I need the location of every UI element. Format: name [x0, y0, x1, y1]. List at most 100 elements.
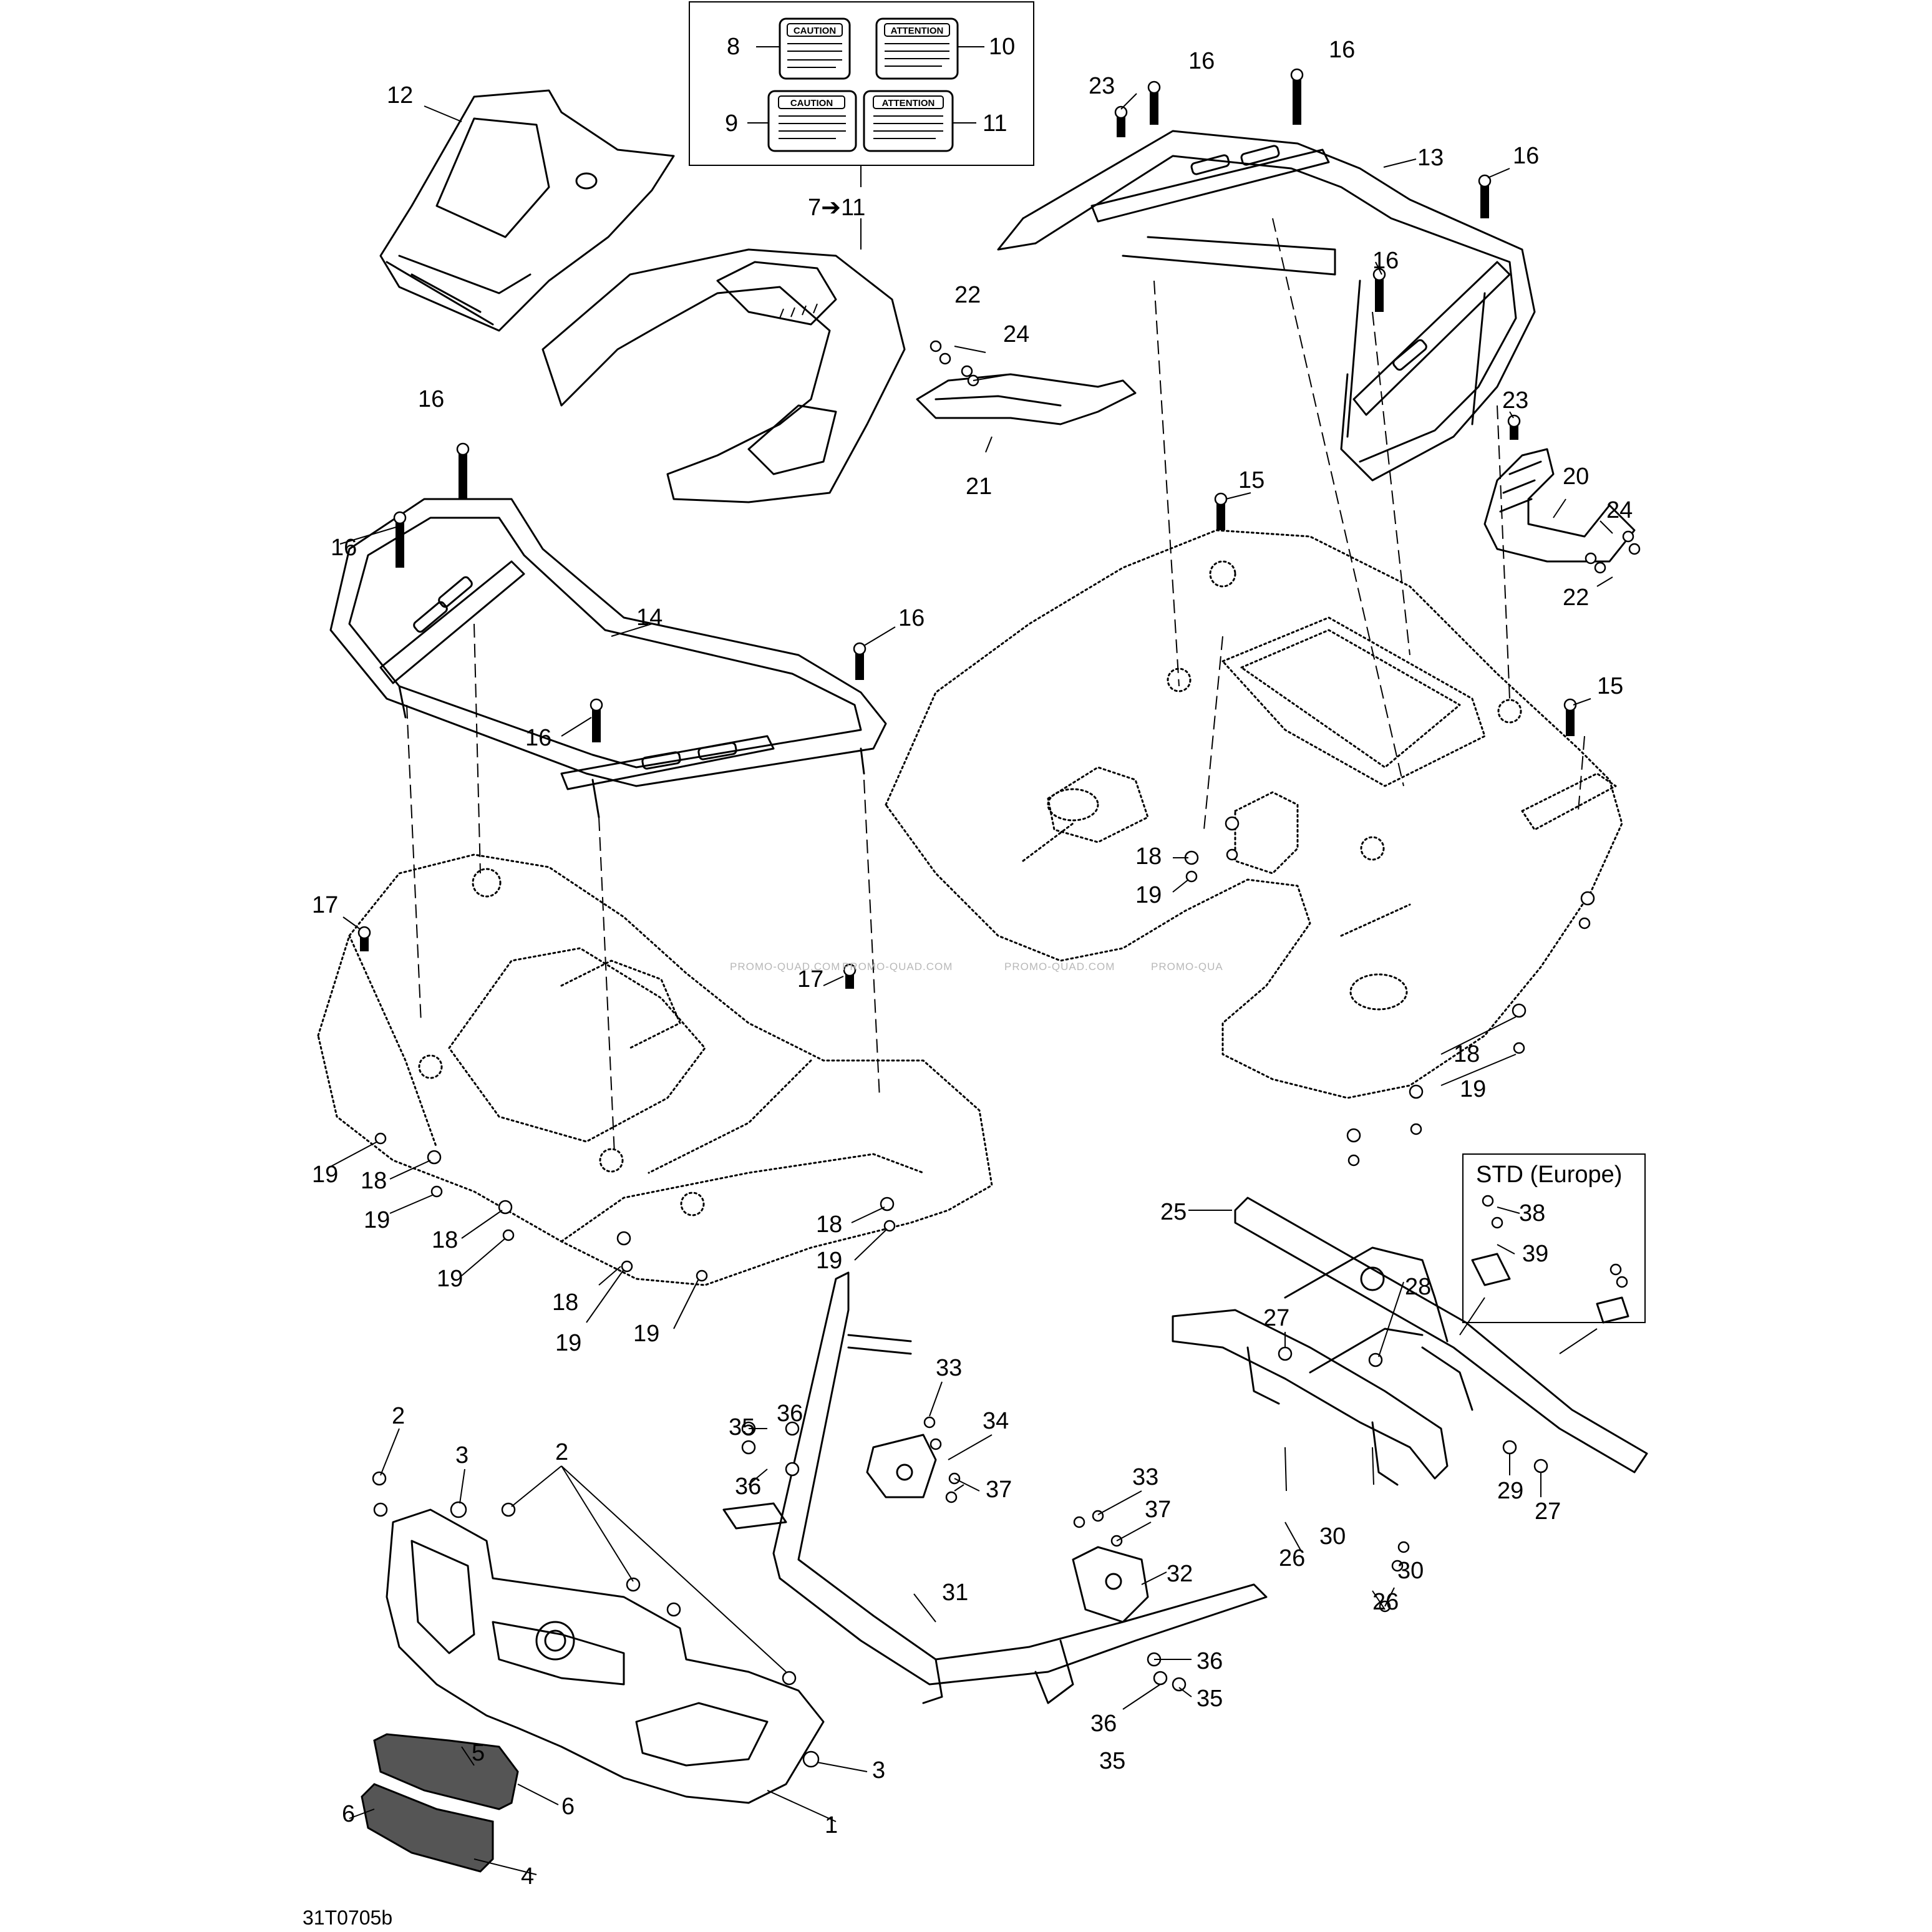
callout-2b: 2	[555, 1439, 568, 1465]
callout-6b: 6	[561, 1794, 575, 1820]
callout-30a: 30	[1319, 1523, 1346, 1550]
callout-23a: 23	[1089, 73, 1115, 99]
callout-16b: 16	[1329, 37, 1355, 63]
callout-15b: 15	[1597, 673, 1623, 699]
bracket-34	[866, 1434, 937, 1498]
callout-4: 4	[521, 1863, 534, 1890]
callout-16f: 16	[331, 535, 357, 561]
callout-26a: 26	[1279, 1545, 1305, 1571]
front-fender-body	[317, 853, 993, 1286]
callout-33a: 33	[936, 1355, 962, 1381]
callout-35c: 35	[1099, 1748, 1125, 1774]
callout-18a: 18	[1135, 843, 1162, 870]
callout-27a: 27	[1263, 1305, 1289, 1331]
callout-24b: 24	[1606, 497, 1633, 523]
callout-9: 9	[725, 110, 738, 137]
callout-28: 28	[1405, 1274, 1431, 1300]
callout-35a: 35	[729, 1414, 755, 1440]
callout-16c: 16	[1513, 143, 1539, 169]
callout-14: 14	[636, 604, 663, 631]
rear-grab-handle-20	[1483, 448, 1636, 563]
callout-18c: 18	[361, 1168, 387, 1194]
front-bumper-1	[386, 1508, 825, 1804]
callout-24a: 24	[1003, 321, 1029, 347]
bracket-32	[1072, 1546, 1149, 1623]
rear-rack-13	[997, 130, 1536, 482]
grille-4	[361, 1783, 494, 1873]
callout-30b: 30	[1397, 1558, 1424, 1584]
watermark-text-2: PROMO-QUAD.COM	[842, 961, 953, 973]
callout-19g: 19	[555, 1330, 581, 1356]
callout-19c: 19	[312, 1162, 338, 1188]
callout-25: 25	[1160, 1199, 1187, 1225]
callout-39: 39	[1522, 1241, 1548, 1267]
callout-32: 32	[1167, 1561, 1193, 1587]
alignment-lines	[406, 218, 1585, 1155]
callout-19a: 19	[1135, 882, 1162, 908]
callout-18d: 18	[432, 1227, 458, 1253]
callout-36c: 36	[1197, 1648, 1223, 1674]
front-rack-14	[329, 498, 887, 818]
callout-16h: 16	[525, 725, 551, 751]
callout-12: 12	[387, 82, 413, 109]
callout-36a: 36	[777, 1400, 803, 1427]
drawing-code: 31T0705b	[303, 1906, 392, 1929]
callout-16a: 16	[1188, 48, 1215, 74]
watermark-text-3: PROMO-QUAD.COM	[1004, 961, 1115, 973]
decal-caution-9: CAUTION	[767, 90, 857, 152]
callout-19h: 19	[633, 1321, 659, 1347]
callout-37b: 37	[1145, 1497, 1171, 1523]
callout-labels: 8 9 10 11 7➔11 12 23 16 16 13 16 16 22 2…	[303, 34, 1633, 1929]
decal-box: CAUTION ATTENTION CAUTION ATTENTION	[689, 1, 1034, 187]
rear-fender-body	[885, 529, 1623, 1099]
callout-23b: 23	[1502, 387, 1528, 414]
callout-2a: 2	[392, 1403, 405, 1429]
callout-7-11: 7➔11	[808, 195, 865, 221]
front-fender-upper	[541, 248, 906, 503]
callout-16d: 16	[1372, 248, 1399, 274]
callout-20: 20	[1563, 464, 1589, 490]
callout-10: 10	[989, 34, 1015, 60]
decal-attention-title-2: ATTENTION	[882, 98, 935, 109]
callout-22b: 22	[1563, 585, 1589, 611]
decal-caution-title: CAUTION	[794, 26, 836, 36]
callout-33b: 33	[1132, 1464, 1158, 1490]
callout-37a: 37	[986, 1477, 1012, 1503]
callout-38: 38	[1519, 1200, 1545, 1226]
callout-6a: 6	[342, 1801, 355, 1827]
decal-attention-11: ATTENTION	[863, 90, 954, 152]
std-europe-box: STD (Europe)	[1459, 1153, 1646, 1354]
decal-attention-title: ATTENTION	[891, 26, 944, 36]
callout-15a: 15	[1238, 467, 1265, 493]
rear-subframe-25	[1172, 1197, 1648, 1486]
decal-caution-8: CAUTION	[779, 17, 851, 80]
callout-16e: 16	[418, 386, 444, 412]
decal-attention-10: ATTENTION	[875, 17, 959, 80]
callout-16g: 16	[898, 605, 925, 631]
rear-grab-handle-21	[916, 373, 1137, 425]
callout-21: 21	[966, 473, 992, 500]
callout-18e: 18	[816, 1211, 842, 1238]
callout-36d: 36	[1090, 1711, 1117, 1737]
callout-19d: 19	[364, 1207, 390, 1233]
callout-1: 1	[825, 1812, 838, 1838]
callout-26b: 26	[1372, 1589, 1399, 1615]
watermark: PROMO-QUAD.COM PROMO-QUAD.COM PROMO-QUAD…	[730, 961, 1223, 973]
callout-29: 29	[1497, 1478, 1523, 1504]
leader-lines	[330, 93, 1613, 1875]
grille-5	[373, 1733, 519, 1810]
callout-35b: 35	[1197, 1686, 1223, 1712]
callout-3b: 3	[872, 1757, 885, 1784]
callout-19f: 19	[816, 1248, 842, 1274]
headlight-housing-12	[379, 89, 675, 332]
callout-19b: 19	[1460, 1076, 1486, 1102]
callout-3a: 3	[455, 1442, 468, 1468]
callout-36b: 36	[735, 1473, 761, 1500]
watermark-text-4: PROMO-QUA	[1151, 961, 1223, 973]
callout-13: 13	[1417, 145, 1444, 171]
front-bumper-frame-31	[722, 1271, 1268, 1704]
callout-19e: 19	[437, 1266, 463, 1292]
watermark-text-1: PROMO-QUAD.COM	[730, 961, 840, 973]
callout-34: 34	[983, 1408, 1009, 1434]
